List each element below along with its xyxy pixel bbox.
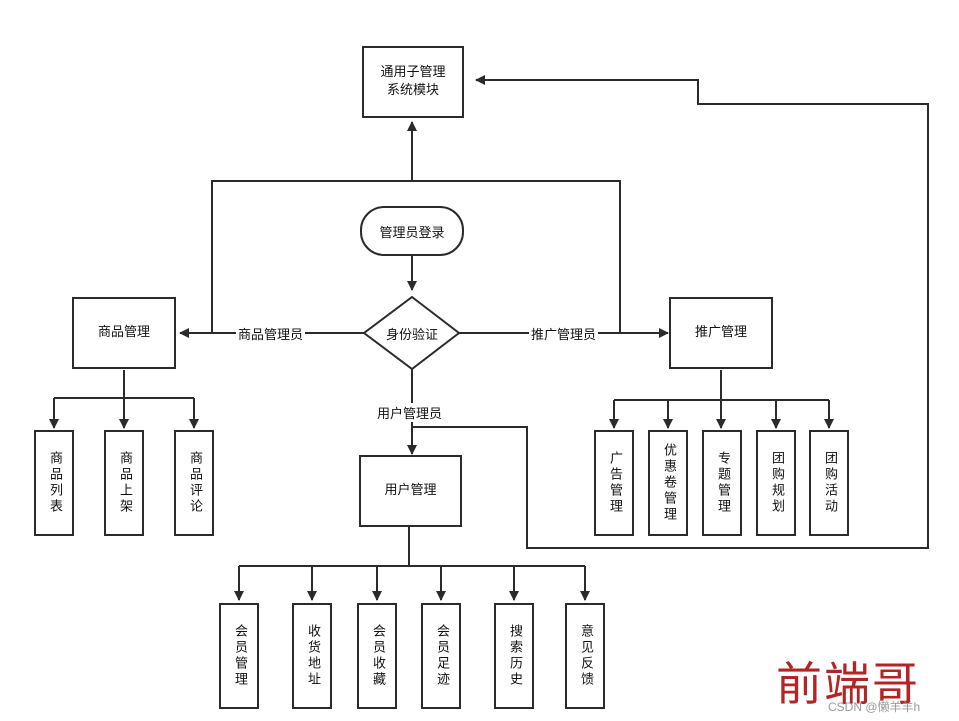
promo-child-topic-label: 专题管理 [715,451,730,515]
node-common-label: 通用子管理 系统模块 [380,65,446,98]
node-user-label: 用户管理 [384,483,437,498]
user-child-search-history-label: 搜索历史 [507,624,522,688]
promo-child-coupon: 优惠卷管理 [648,430,688,536]
user-child-favorites: 会员收藏 [357,603,397,709]
promo-child-groupplan: 团购规划 [756,430,796,536]
promo-child-groupplan-label: 团购规划 [769,451,784,515]
promo-child-groupevent-label: 团购活动 [822,451,837,515]
promo-child-ad-label: 广告管理 [607,451,622,515]
node-admin-login: 管理员登录 [360,206,464,256]
promo-child-groupevent: 团购活动 [809,430,849,536]
node-goods-management: 商品管理 [72,297,176,369]
user-child-member: 会员管理 [219,603,259,709]
promo-child-coupon-label: 优惠卷管理 [661,443,676,523]
user-child-address: 收货地址 [292,603,332,709]
goods-child-list-label: 商品列表 [47,451,62,515]
node-promo-label: 推广管理 [694,325,747,340]
edge-label-user-admin: 用户管理员 [375,403,445,422]
watermark-csdn: CSDN @懒羊羊h [828,700,921,714]
user-child-search-history: 搜索历史 [494,603,534,709]
node-verify-label: 身份验证 [385,328,438,343]
user-child-feedback-label: 意见反馈 [578,624,593,688]
user-child-feedback: 意见反馈 [565,603,605,709]
user-child-favorites-label: 会员收藏 [370,624,385,688]
edge-user-loop [412,75,929,549]
node-login-label: 管理员登录 [379,225,445,241]
node-promo-management: 推广管理 [669,297,773,369]
node-common-module: 通用子管理 系统模块 [362,46,464,118]
user-child-footprint: 会员足迹 [421,603,461,709]
goods-child-review-label: 商品评论 [187,451,202,515]
goods-child-list: 商品列表 [34,430,74,536]
watermark-brand: 前端哥 [776,657,920,711]
promo-child-topic: 专题管理 [702,430,742,536]
promo-child-ad: 广告管理 [594,430,634,536]
goods-child-shelve-label: 商品上架 [117,451,132,515]
user-child-member-label: 会员管理 [232,624,247,688]
node-goods-label: 商品管理 [97,325,150,340]
edge-label-promo-admin: 推广管理员 [529,324,599,343]
node-user-management: 用户管理 [359,455,462,527]
verify-diamond [362,295,461,371]
user-child-address-label: 收货地址 [305,624,320,688]
user-child-footprint-label: 会员足迹 [434,624,449,688]
edge-goods-promo-bus [211,180,621,333]
goods-child-review: 商品评论 [174,430,214,536]
goods-child-shelve: 商品上架 [104,430,144,536]
edge-label-goods-admin: 商品管理员 [236,324,306,343]
